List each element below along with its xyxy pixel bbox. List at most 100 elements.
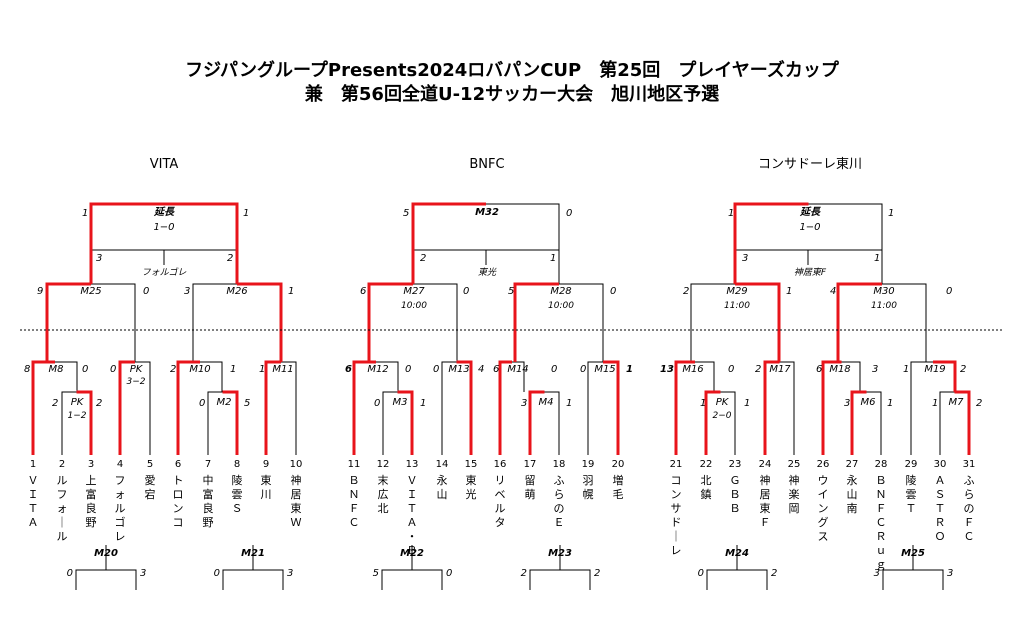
score: 3 — [874, 568, 880, 579]
winner-path — [352, 360, 376, 455]
winner-path — [821, 360, 842, 455]
consolation-bracket — [529, 569, 591, 590]
team-name-char: Ｂ — [730, 502, 741, 515]
team-name-char: Ｖ — [407, 474, 418, 487]
score: 1 — [874, 253, 880, 264]
team-name-char: Ｂ — [349, 474, 360, 487]
score: 1 — [288, 286, 294, 297]
team-name-char: ふ — [554, 474, 565, 487]
match-label: M27 — [403, 286, 425, 297]
match-label: M18 — [829, 364, 850, 375]
score: 0 — [698, 568, 704, 579]
team-name-char: Ｒ — [876, 530, 887, 543]
team-name-char: Ａ — [28, 516, 39, 529]
team-name-char: Ｇ — [730, 474, 741, 487]
winner-path — [704, 390, 721, 455]
team-name-char: 幌 — [583, 487, 594, 501]
match-label: M23 — [548, 548, 572, 559]
team-number: 13 — [406, 459, 419, 470]
team-name-char: グ — [818, 515, 829, 529]
team-name-char: 北 — [378, 502, 389, 515]
score: 6 — [360, 286, 366, 297]
match-label: M14 — [507, 364, 528, 375]
team-name-char: 東 — [466, 474, 477, 487]
team-name-char: 陵 — [906, 474, 917, 487]
team-name-char: ｜ — [671, 530, 682, 543]
score: 2 — [521, 568, 527, 579]
score: 1 — [626, 364, 633, 375]
bracket-line — [822, 361, 861, 455]
team-name-char: ｇ — [876, 558, 887, 571]
page-title: フジパングループPresents2024ロバパンCUP 第25回 プレイヤーズカ… — [185, 60, 839, 81]
team-name-char: Ｂ — [730, 488, 741, 501]
third-place-loser: 神居東F — [794, 267, 827, 278]
team-number: 16 — [494, 459, 507, 470]
team-name-char: 山 — [437, 488, 448, 501]
team-number: 9 — [263, 459, 269, 470]
match-label: M32 — [475, 207, 499, 218]
match-label: M13 — [448, 364, 469, 375]
score: 2 — [755, 364, 761, 375]
consolation-bracket — [222, 569, 284, 590]
match-label: M25 — [901, 548, 925, 559]
score: 1 — [420, 398, 426, 409]
score: 0 — [463, 286, 469, 297]
score: 2 — [96, 398, 102, 409]
team-name-char: Ｃ — [349, 516, 360, 529]
consolation-bracket — [882, 569, 944, 590]
team-name-char: ン — [173, 502, 184, 515]
team-name-char: Ｉ — [28, 488, 39, 501]
score: 3 — [184, 286, 190, 297]
page-subtitle: 兼 第56回全道U-12サッカー大会 旭川地区予選 — [304, 84, 720, 105]
winner-path — [603, 360, 620, 455]
score: 0 — [433, 364, 439, 375]
team-name-char: ン — [818, 502, 829, 515]
score: 0 — [405, 364, 411, 375]
team-name-char: 良 — [203, 501, 214, 515]
score: 1 — [887, 398, 893, 409]
score: 6 — [493, 364, 499, 375]
bracket-line — [441, 361, 472, 455]
team-name-char: サ — [671, 502, 682, 515]
team-number: 14 — [436, 459, 449, 470]
team-name-char: リ — [495, 474, 506, 487]
team-name-char: Ｓ — [232, 502, 243, 515]
winner-path — [222, 390, 239, 455]
score: 1 — [744, 398, 750, 409]
team-name-char: 陵 — [232, 474, 243, 487]
team-name-char: 愛 — [145, 474, 156, 487]
score: 8 — [24, 364, 30, 375]
match-detail: 1−0 — [153, 222, 174, 233]
team-name-char: Ｓ — [935, 488, 946, 501]
team-name-char: 宕 — [145, 487, 156, 501]
score: 0 — [199, 398, 205, 409]
match-label: M7 — [949, 397, 965, 408]
team-name-char: Ｂ — [876, 474, 887, 487]
team-name-char: Ｅ — [554, 516, 565, 529]
winner-path — [674, 360, 695, 455]
score: 2 — [52, 398, 58, 409]
match-label: M24 — [725, 548, 749, 559]
team-number: 11 — [348, 459, 361, 470]
team-name-char: ォ — [57, 502, 68, 515]
winner-path — [45, 282, 91, 362]
team-number: 24 — [759, 459, 772, 470]
score: 4 — [830, 286, 836, 297]
match-label: PK — [716, 397, 730, 408]
team-name-char: ・ — [407, 530, 418, 543]
score: 2 — [976, 398, 982, 409]
team-number: 26 — [817, 459, 830, 470]
score: 6 — [816, 364, 822, 375]
team-number: 23 — [729, 459, 742, 470]
team-name-char: ロ — [173, 488, 184, 501]
winner-path — [763, 360, 780, 455]
score: 5 — [508, 286, 514, 297]
match-label: M20 — [94, 548, 118, 559]
team-name-char: コ — [671, 474, 682, 487]
team-number: 15 — [465, 459, 478, 470]
team-name-char: Ｒ — [935, 516, 946, 529]
team-name-char: 中 — [203, 474, 214, 487]
winner-path — [836, 282, 882, 362]
score: 0 — [82, 364, 88, 375]
score: 3 — [947, 568, 953, 579]
